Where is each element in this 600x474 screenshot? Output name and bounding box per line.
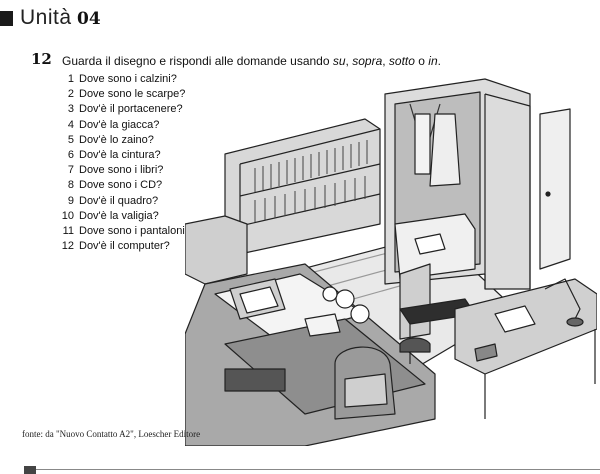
question-text: Dov'è la valigia? [79,209,159,222]
question-number: 8 [67,179,74,192]
exercise-prompt: Guarda il disegno e rispondi alle domand… [62,54,441,68]
exercise-number: 12 [31,50,52,68]
socks [304,313,341,337]
prompt-word-su: su [332,54,346,68]
cd [350,304,370,324]
question-text: Dove sono i libri? [79,164,164,177]
shoes [399,337,431,353]
question-text: Dove sono le scarpe? [79,88,186,101]
question-number: 3 [67,103,74,116]
lamp [544,278,581,320]
question-item: 3 Dov'è il portacenere? [54,102,191,117]
prompt-prefix: Guarda il disegno e rispondi alle domand… [62,54,333,68]
footer-marker [24,466,36,474]
question-item: 12 Dov'è il computer? [54,239,191,254]
bookshelf [224,118,381,255]
question-text: Dove sono i calzini? [79,73,177,85]
prompt-sep: , [382,54,389,68]
question-list: 1 Dove sono i calzini? 2 Dove sono le scar… [54,72,191,254]
question-number: 12 [61,240,74,253]
question-item: 6 Dov'è la cintura? [54,148,191,163]
question-item: 5 Dov'è lo zaino? [54,133,191,148]
wardrobe [384,78,531,290]
question-number: 4 [67,118,74,131]
unit-title: Unità [20,6,72,29]
question-item: 7 Dove sono i libri? [54,163,191,178]
backpack [334,346,396,420]
question-item: 8 Dove sono i CD? [54,178,191,193]
question-number: 2 [67,88,74,101]
question-item: 1 Dove sono i calzini? [54,72,191,87]
prompt-end: . [437,54,441,68]
question-number: 7 [67,164,74,177]
jacket [429,113,461,187]
question-number: 10 [61,209,74,222]
prompt-word-sopra: sopra [352,54,383,68]
prompt-word-sotto: sotto [388,54,415,68]
question-text: Dov'è il quadro? [79,194,159,207]
desk [454,278,597,419]
ashtray [474,343,498,362]
question-number: 1 [67,73,74,85]
door [539,108,571,270]
question-item: 2 Dove sono le scarpe? [54,87,191,102]
unit-marker [0,11,13,26]
prompt-sep: , [345,54,353,68]
footer-rule [36,469,600,470]
question-item: 10 Dov'è la valigia? [54,209,191,224]
prompt-sep: o [414,54,429,68]
question-text: Dov'è il computer? [79,240,170,253]
source-credit: fonte: da "Nuovo Contatto A2", Loescher … [22,429,201,439]
question-text: Dov'è la cintura? [79,149,161,162]
question-item: 11 Dove sono i pantaloni? [54,224,191,239]
bedroom-illustration [185,78,597,446]
question-text: Dov'è lo zaino? [79,133,154,146]
question-number: 5 [67,133,74,146]
prompt-word-in: in [428,54,438,68]
question-item: 9 Dov'è il quadro? [54,194,191,209]
question-number: 11 [62,225,74,238]
suitcase [224,368,286,392]
question-number: 9 [67,194,74,207]
question-item: 4 Dov'è la giacca? [54,118,191,133]
cd [322,286,338,302]
question-text: Dove sono i pantaloni? [79,225,191,238]
side-cabinet [185,215,248,285]
question-text: Dov'è la giacca? [79,118,160,131]
question-text: Dov'è il portacenere? [79,103,183,116]
chair [399,263,476,364]
question-number: 6 [67,149,74,162]
question-text: Dove sono i CD? [79,179,163,192]
cd [335,289,355,309]
unit-number: 04 [77,9,101,29]
